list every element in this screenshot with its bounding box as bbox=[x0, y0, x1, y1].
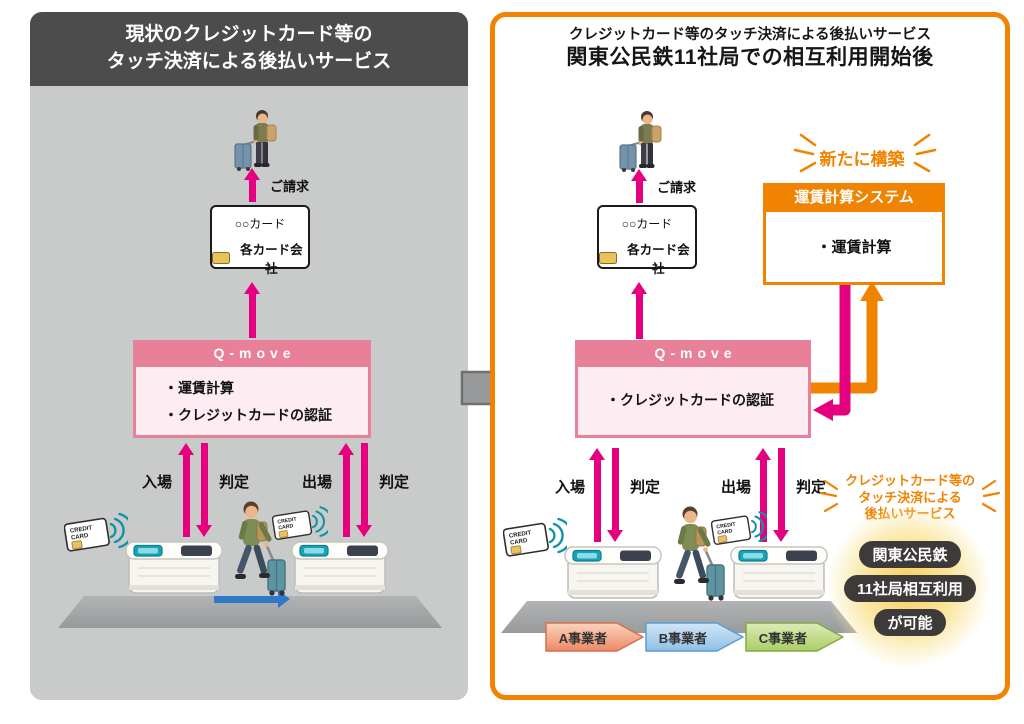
entry-up-arrow bbox=[178, 443, 195, 537]
exit-gate-icon bbox=[290, 535, 390, 597]
operator-a-label: A事業者 bbox=[558, 630, 608, 646]
emphasis-rays-icon bbox=[913, 133, 937, 173]
card-company-box: ○○カード 各カード会社 bbox=[597, 205, 697, 276]
emphasis-rays-icon bbox=[819, 479, 839, 513]
walker-icon bbox=[226, 498, 292, 602]
panel-current-title-line1: 現状のクレジットカード等の bbox=[125, 24, 373, 46]
exit-judgment-label: 判定 bbox=[379, 474, 410, 491]
card-chip-icon bbox=[599, 252, 617, 264]
entry-gate-icon bbox=[124, 535, 224, 597]
exit-label: 出場 bbox=[302, 474, 333, 491]
exit-up-arrow bbox=[338, 443, 355, 537]
entry-gate-icon bbox=[563, 540, 663, 602]
card-company-label: 各カード会社 bbox=[627, 243, 690, 276]
qmove-item-card-auth: ・クレジットカードの認証 bbox=[164, 406, 332, 423]
card-company-label: 各カード会社 bbox=[240, 243, 303, 276]
fare-calc-system-header: 運賃計算システム bbox=[765, 185, 943, 212]
emphasis-rays-icon bbox=[793, 133, 817, 173]
card-chip-icon bbox=[212, 252, 230, 264]
entry-judgment-down-arrow bbox=[196, 443, 213, 537]
qmove-header: Q-move bbox=[577, 342, 809, 367]
entry-up-arrow bbox=[589, 448, 606, 542]
panel-after-mutual-use: クレジットカード等のタッチ決済による後払いサービス 関東公民鉄11社局での相互利… bbox=[490, 12, 1010, 700]
traveler-icon bbox=[615, 109, 675, 173]
panel-after-title-line1: クレジットカード等のタッチ決済による後払いサービス bbox=[568, 27, 932, 43]
panel-after-title-line2: 関東公民鉄11社局での相互利用開始後 bbox=[566, 46, 934, 69]
card-name-label: ○○カード bbox=[621, 217, 673, 231]
card-company-box: ○○カード 各カード会社 bbox=[210, 205, 310, 276]
billing-request-arrow bbox=[244, 168, 261, 202]
traveler-icon bbox=[230, 108, 290, 172]
fare-system-link-arrows-icon bbox=[811, 281, 884, 421]
qmove-to-card-arrow bbox=[631, 282, 648, 339]
operator-a-chevron: A事業者 bbox=[545, 622, 645, 652]
operator-c-label: C事業者 bbox=[758, 630, 808, 646]
exit-judgment-down-arrow bbox=[356, 443, 373, 537]
benefit-badges: 関東公民鉄 11社局相互利用 が可能 bbox=[817, 541, 1003, 636]
benefit-line2: 11社局相互利用 bbox=[844, 575, 976, 602]
service-callout-line1: クレジットカード等の bbox=[844, 473, 975, 488]
panel-current-title: 現状のクレジットカード等の タッチ決済による後払いサービス bbox=[30, 12, 468, 86]
qmove-box: Q-move ・運賃計算 ・クレジットカードの認証 bbox=[133, 340, 371, 438]
exit-judgment-down-arrow bbox=[773, 448, 790, 542]
billing-label: ご請求 bbox=[270, 179, 310, 194]
billing-request-arrow bbox=[631, 169, 648, 203]
exit-up-arrow bbox=[755, 448, 772, 542]
qmove-item-fare-calc: ・運賃計算 bbox=[164, 380, 234, 396]
operator-b-label: B事業者 bbox=[658, 630, 708, 646]
fare-calc-item: ・運賃計算 bbox=[816, 239, 892, 256]
entry-label: 入場 bbox=[142, 474, 173, 491]
benefit-line1: 関東公民鉄 bbox=[859, 541, 961, 568]
fare-calc-system-box: 運賃計算システム ・運賃計算 bbox=[763, 183, 945, 285]
exit-judgment-label: 判定 bbox=[796, 479, 827, 496]
service-callout-line2: タッチ決済による bbox=[858, 489, 962, 505]
qmove-header: Q-move bbox=[135, 342, 369, 367]
card-name-label: ○○カード bbox=[234, 217, 286, 231]
billing-label: ご請求 bbox=[657, 180, 697, 195]
emphasis-rays-icon bbox=[981, 479, 1001, 513]
exit-gate-icon bbox=[729, 540, 829, 602]
entry-label: 入場 bbox=[555, 479, 586, 496]
benefit-line3: が可能 bbox=[874, 609, 946, 636]
exit-label: 出場 bbox=[721, 479, 752, 496]
credit-card-contactless-icon bbox=[64, 508, 128, 554]
qmove-box: Q-move ・クレジットカードの認証 bbox=[575, 340, 811, 438]
operator-c-chevron: C事業者 bbox=[745, 622, 845, 652]
operator-b-chevron: B事業者 bbox=[645, 622, 745, 652]
entry-judgment-label: 判定 bbox=[630, 479, 661, 496]
panel-current-service: 現状のクレジットカード等の タッチ決済による後払いサービス ご請求 ○○カード … bbox=[30, 12, 468, 700]
newly-built-label: 新たに構築 bbox=[819, 150, 905, 169]
qmove-to-card-arrow bbox=[244, 282, 261, 338]
panel-current-title-line2: タッチ決済による後払いサービス bbox=[106, 51, 392, 72]
qmove-item-card-auth: ・クレジットカードの認証 bbox=[606, 392, 774, 409]
walker-icon bbox=[665, 503, 731, 607]
credit-card-contactless-icon bbox=[503, 513, 567, 559]
entry-judgment-down-arrow bbox=[607, 448, 624, 542]
entry-judgment-label: 判定 bbox=[219, 474, 250, 491]
